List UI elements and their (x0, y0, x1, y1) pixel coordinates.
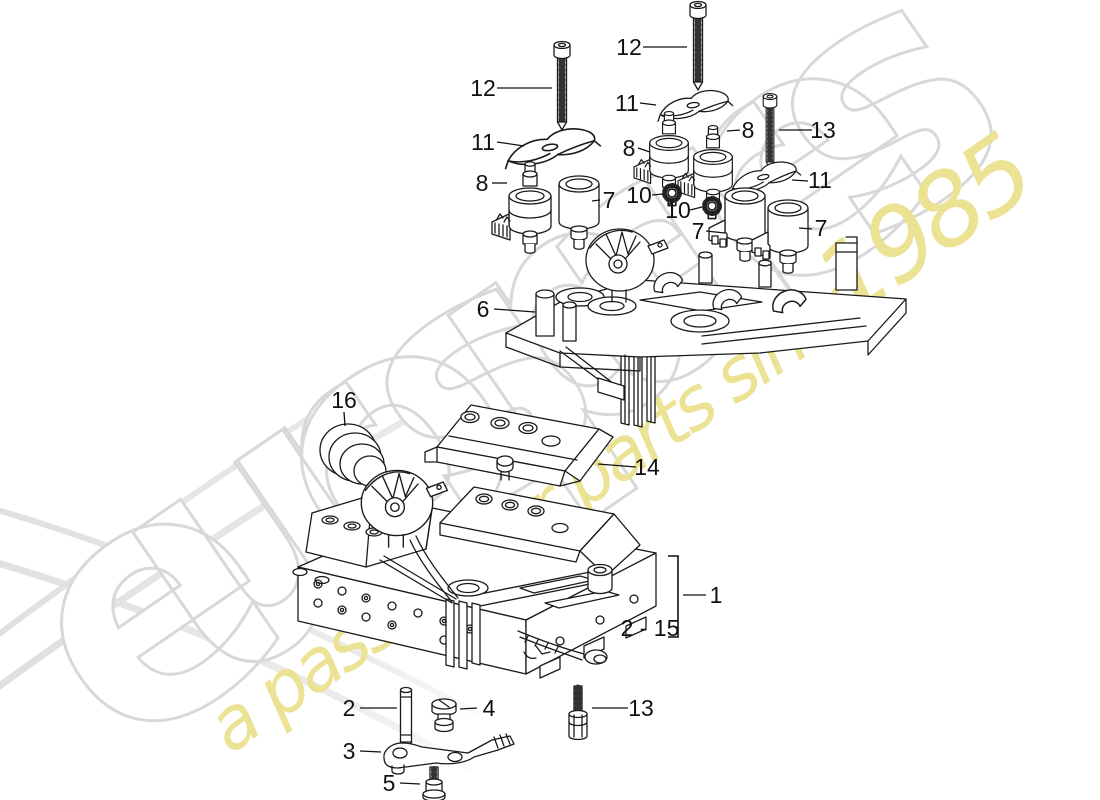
callout-pin-2[interactable]: 2 (343, 695, 356, 721)
part-lever-3 (383, 733, 515, 775)
watermark: eurospares a passion for parts since 198… (0, 0, 1060, 800)
leader-solenoid-8-mid-right (726, 129, 741, 132)
leader-clip-11-mid (639, 102, 657, 106)
callout-solenoid-7-left[interactable]: 7 (603, 187, 616, 213)
leader-lever-3 (359, 750, 382, 753)
leader-end-plug-16 (343, 411, 346, 427)
callout-screw-13-bottom[interactable]: 13 (628, 695, 654, 721)
leader-harness-6 (493, 308, 536, 313)
callout-solenoid-8-mid-right[interactable]: 8 (742, 117, 755, 143)
callout-cover-14[interactable]: 14 (634, 454, 660, 480)
leader-solenoid-7-right-1 (705, 230, 726, 234)
parts-drawing (292, 2, 907, 800)
leader-bolt-5 (399, 782, 421, 785)
callout-solenoid-7-right-2[interactable]: 7 (815, 215, 828, 241)
leader-star-nut-lower (689, 206, 703, 211)
callout-screw-12-left[interactable]: 12 (470, 75, 496, 101)
callout-star-nut-upper[interactable]: 10 (626, 182, 652, 208)
callout-solenoid-8-left[interactable]: 8 (476, 170, 489, 196)
leader-clip-11-right (791, 179, 809, 182)
part-valve-4 (431, 698, 457, 733)
callout-assembly-range[interactable]: 2 - 15 (621, 615, 680, 641)
callout-star-nut-lower[interactable]: 10 (665, 197, 691, 223)
callout-lever-3[interactable]: 3 (343, 738, 356, 764)
part-harness-carrier-6 (505, 228, 907, 428)
callout-valve-4[interactable]: 4 (483, 695, 496, 721)
part-end-plug-16 (319, 423, 387, 487)
leader-solenoid-7-right-2 (798, 227, 813, 230)
watermark-brand-text: eurospares (0, 0, 1060, 800)
assembly-bracket (668, 555, 679, 638)
callout-screw-12-top[interactable]: 12 (616, 34, 642, 60)
callout-labels: 12 12 11 11 11 8 8 8 7 7 7 10 10 13 6 16… (331, 34, 836, 796)
part-screw-13-bottom (568, 684, 588, 741)
part-bolt-5 (422, 766, 446, 800)
leader-cover-14 (597, 463, 637, 468)
part-pin-2 (399, 686, 413, 746)
callout-solenoid-8-mid[interactable]: 8 (623, 135, 636, 161)
leader-valve-4 (459, 707, 478, 710)
leader-star-nut-upper (651, 193, 664, 196)
callout-clip-11-left[interactable]: 11 (471, 129, 495, 155)
leader-lines (343, 46, 813, 785)
part-valve-body-1 (292, 469, 657, 679)
callout-valve-body-1[interactable]: 1 (710, 582, 723, 608)
callout-bolt-5[interactable]: 5 (383, 770, 396, 796)
callout-harness-6[interactable]: 6 (477, 296, 490, 322)
callout-clip-11-mid[interactable]: 11 (615, 90, 639, 116)
leader-solenoid-8-mid (637, 147, 651, 153)
callout-clip-11-right[interactable]: 11 (808, 167, 832, 193)
leader-solenoid-7-left (591, 199, 601, 202)
part-cover-plate-14 (424, 404, 614, 487)
callout-end-plug-16[interactable]: 16 (331, 387, 357, 413)
callout-screw-13-top[interactable]: 13 (810, 117, 836, 143)
callout-solenoid-7-right-1[interactable]: 7 (692, 218, 705, 244)
leader-clip-11-left (496, 141, 525, 147)
